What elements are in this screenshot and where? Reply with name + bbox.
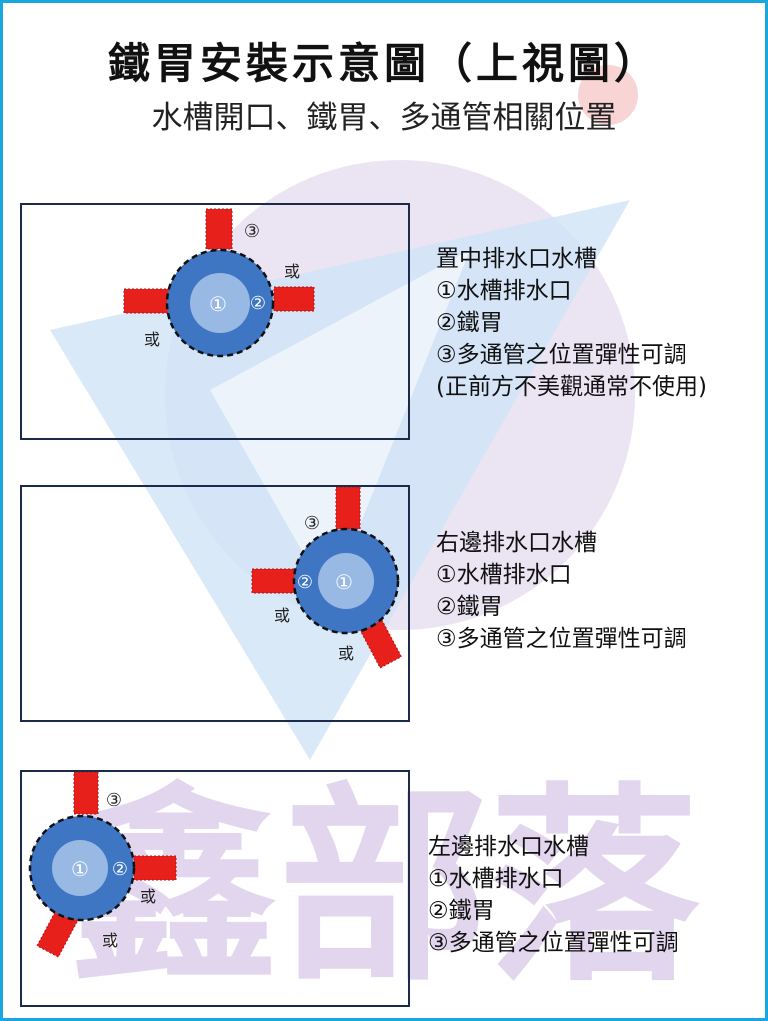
- pipe-top: [335, 487, 361, 530]
- legend-line: ②鐵胃: [436, 310, 503, 336]
- legend-line: ②鐵胃: [436, 594, 503, 620]
- label-or: 或: [274, 606, 290, 625]
- legend-line: ③多通管之位置彈性可調: [436, 342, 687, 368]
- label-two: ②: [250, 293, 266, 314]
- panel-heading: 左邊排水口水槽: [428, 834, 589, 860]
- legend-line: (正前方不美觀通常不使用): [436, 374, 707, 400]
- sink-drain: [190, 273, 250, 333]
- pipe-right: [133, 855, 177, 881]
- label-or: 或: [102, 931, 118, 950]
- pipe-top: [73, 772, 99, 815]
- panel-heading: 置中排水口水槽: [436, 246, 597, 272]
- pipe-top: [205, 208, 233, 250]
- sink-drain: [318, 553, 374, 609]
- sink-diagram-center: ① ② ③ 或 或: [20, 203, 410, 440]
- page-subtitle: 水槽開口、鐵胃、多通管相關位置: [151, 100, 617, 136]
- label-one: ①: [71, 857, 89, 881]
- panel-description: 右邊排水口水槽 ①水槽排水口 ②鐵胃 ③多通管之位置彈性可調: [436, 527, 687, 655]
- sink-diagram-left: ① ② ③ 或 或: [20, 770, 410, 1007]
- label-one: ①: [209, 292, 227, 316]
- pipe-left: [251, 568, 299, 594]
- panel-description: 左邊排水口水槽 ①水槽排水口 ②鐵胃 ③多通管之位置彈性可調: [428, 831, 679, 959]
- pipe-left: [123, 288, 171, 314]
- legend-line: ①水槽排水口: [428, 866, 564, 892]
- label-or: 或: [140, 887, 156, 906]
- label-three: ③: [304, 513, 320, 534]
- label-or: 或: [144, 330, 160, 349]
- page-title: 鐵胃安裝示意圖（上視圖）: [107, 39, 660, 88]
- label-two: ②: [112, 859, 128, 880]
- label-one: ①: [335, 570, 353, 594]
- pipe-right: [273, 286, 315, 312]
- label-two: ②: [297, 572, 313, 593]
- panel-heading: 右邊排水口水槽: [436, 530, 597, 556]
- label-three: ③: [244, 221, 260, 242]
- label-or: 或: [284, 262, 300, 281]
- sink-diagram-right: ① ② ③ 或 或: [20, 485, 410, 722]
- legend-line: ②鐵胃: [428, 898, 495, 924]
- legend-line: ③多通管之位置彈性可調: [428, 930, 679, 956]
- legend-line: ①水槽排水口: [436, 562, 572, 588]
- panel-description: 置中排水口水槽 ①水槽排水口 ②鐵胃 ③多通管之位置彈性可調 (正前方不美觀通常…: [436, 243, 707, 403]
- legend-line: ③多通管之位置彈性可調: [436, 626, 687, 652]
- label-or: 或: [338, 644, 354, 663]
- legend-line: ①水槽排水口: [436, 278, 572, 304]
- sink-drain: [52, 840, 108, 896]
- label-three: ③: [106, 790, 122, 811]
